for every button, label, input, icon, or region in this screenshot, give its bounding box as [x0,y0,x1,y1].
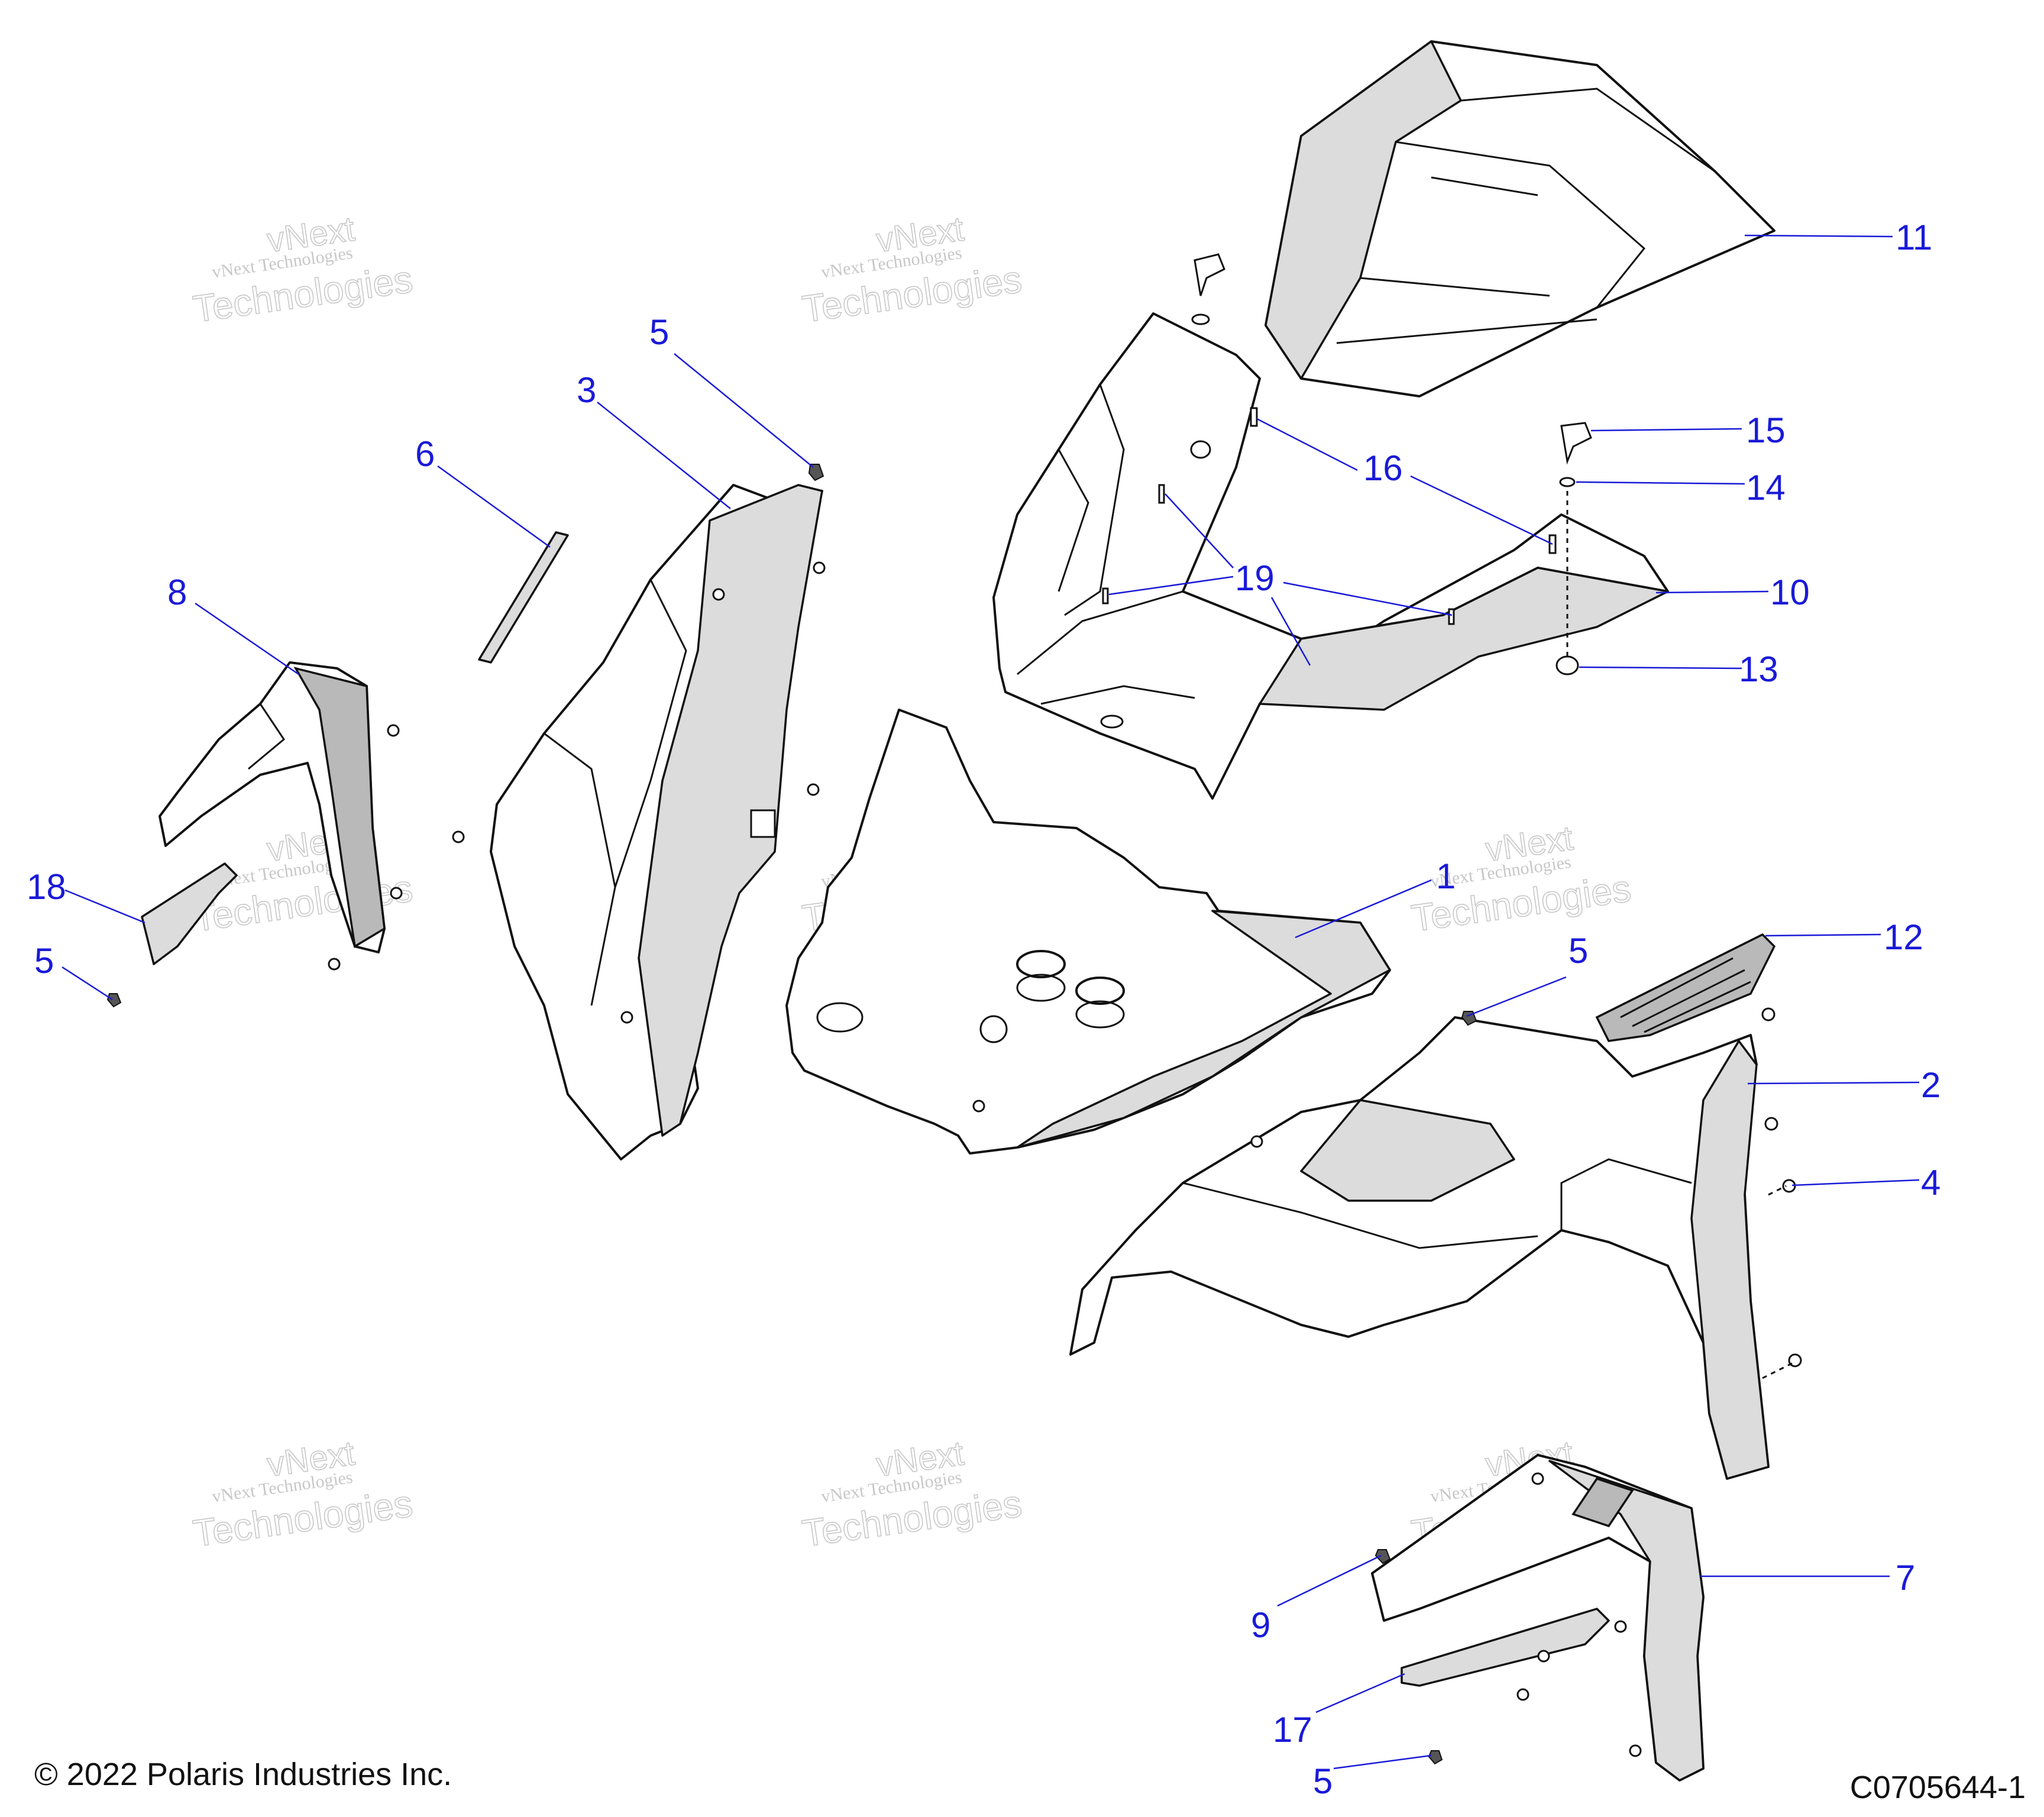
leader-16b [1410,475,1553,545]
leader-9 [1277,1554,1382,1607]
callout-6: 6 [415,434,435,474]
leader-13 [1579,666,1742,670]
leader-11 [1744,234,1893,238]
callout-8: 8 [167,573,187,612]
part-18-left-trim [141,862,238,965]
callout-5: 5 [1313,1761,1333,1801]
part-2-front-fascia [1069,1016,1770,1480]
callout-5: 5 [649,312,669,352]
watermark: vNext vNext Technologies Technologies [799,1433,1025,1555]
callout-5: 5 [1568,931,1588,971]
leader-5d [1333,1754,1432,1770]
leader-5c [1466,976,1567,1017]
callout-4: 4 [1921,1163,1940,1202]
leader-19b [1108,576,1234,596]
leader-3 [597,402,731,509]
leader-6 [437,465,551,548]
leader-lines [62,234,1920,1770]
leader-19a [1165,493,1234,568]
callout-11: 11 [1896,218,1932,257]
leader-10 [1655,590,1769,594]
copyright-text: © 2022 Polaris Industries Inc. [34,1757,452,1792]
leader-19c [1283,581,1453,616]
watermark: vNext vNext Technologies Technologies [190,1433,416,1555]
callout-14: 14 [1746,468,1786,507]
leader-18 [64,889,145,924]
part-11-hood-top [1264,40,1775,397]
part-3-left-side-panel [490,484,823,1160]
leader-14 [1576,481,1745,485]
fastener-group [106,253,1802,1765]
callout-5: 5 [34,941,54,981]
leader-2 [1747,1081,1920,1085]
callout-labels: 11 5 3 6 16 15 14 19 10 8 13 18 5 1 12 5… [27,218,1940,1801]
watermark: vNext vNext Technologies Technologies [190,209,416,331]
callout-19: 19 [1235,558,1275,598]
part-8-left-fender [159,661,386,953]
callout-2: 2 [1921,1065,1940,1105]
callout-18: 18 [27,867,66,907]
leader-17 [1315,1673,1405,1713]
leader-15 [1590,428,1742,432]
part-10-front-hood [992,312,1669,800]
part-12-grille [1595,933,1776,1042]
leader-1 [1295,879,1432,939]
leader-12 [1765,933,1881,937]
leader-5a [674,353,814,468]
leader-19d [1270,597,1311,666]
leader-8 [195,602,299,675]
callout-13: 13 [1739,649,1778,689]
watermark: vNext vNext Technologies Technologies [799,209,1025,331]
leader-4 [1791,1179,1920,1186]
leader-5b [62,966,113,1001]
callout-1: 1 [1436,856,1456,896]
leader-16a [1256,418,1358,471]
callout-9: 9 [1251,1605,1270,1645]
callout-3: 3 [577,370,596,410]
callout-10: 10 [1770,573,1810,612]
callout-12: 12 [1884,917,1923,957]
part-17-right-trim [1401,1608,1610,1687]
part-7-right-fender [1371,1454,1705,1782]
part-6-trim-strip [478,531,569,664]
callout-17: 17 [1273,1710,1312,1750]
callout-15: 15 [1746,410,1786,450]
callout-16: 16 [1363,448,1403,488]
callout-7: 7 [1896,1558,1915,1598]
figure-code: C0705644-1 [1850,1770,2026,1805]
part-1-floor-pan [785,709,1391,1155]
